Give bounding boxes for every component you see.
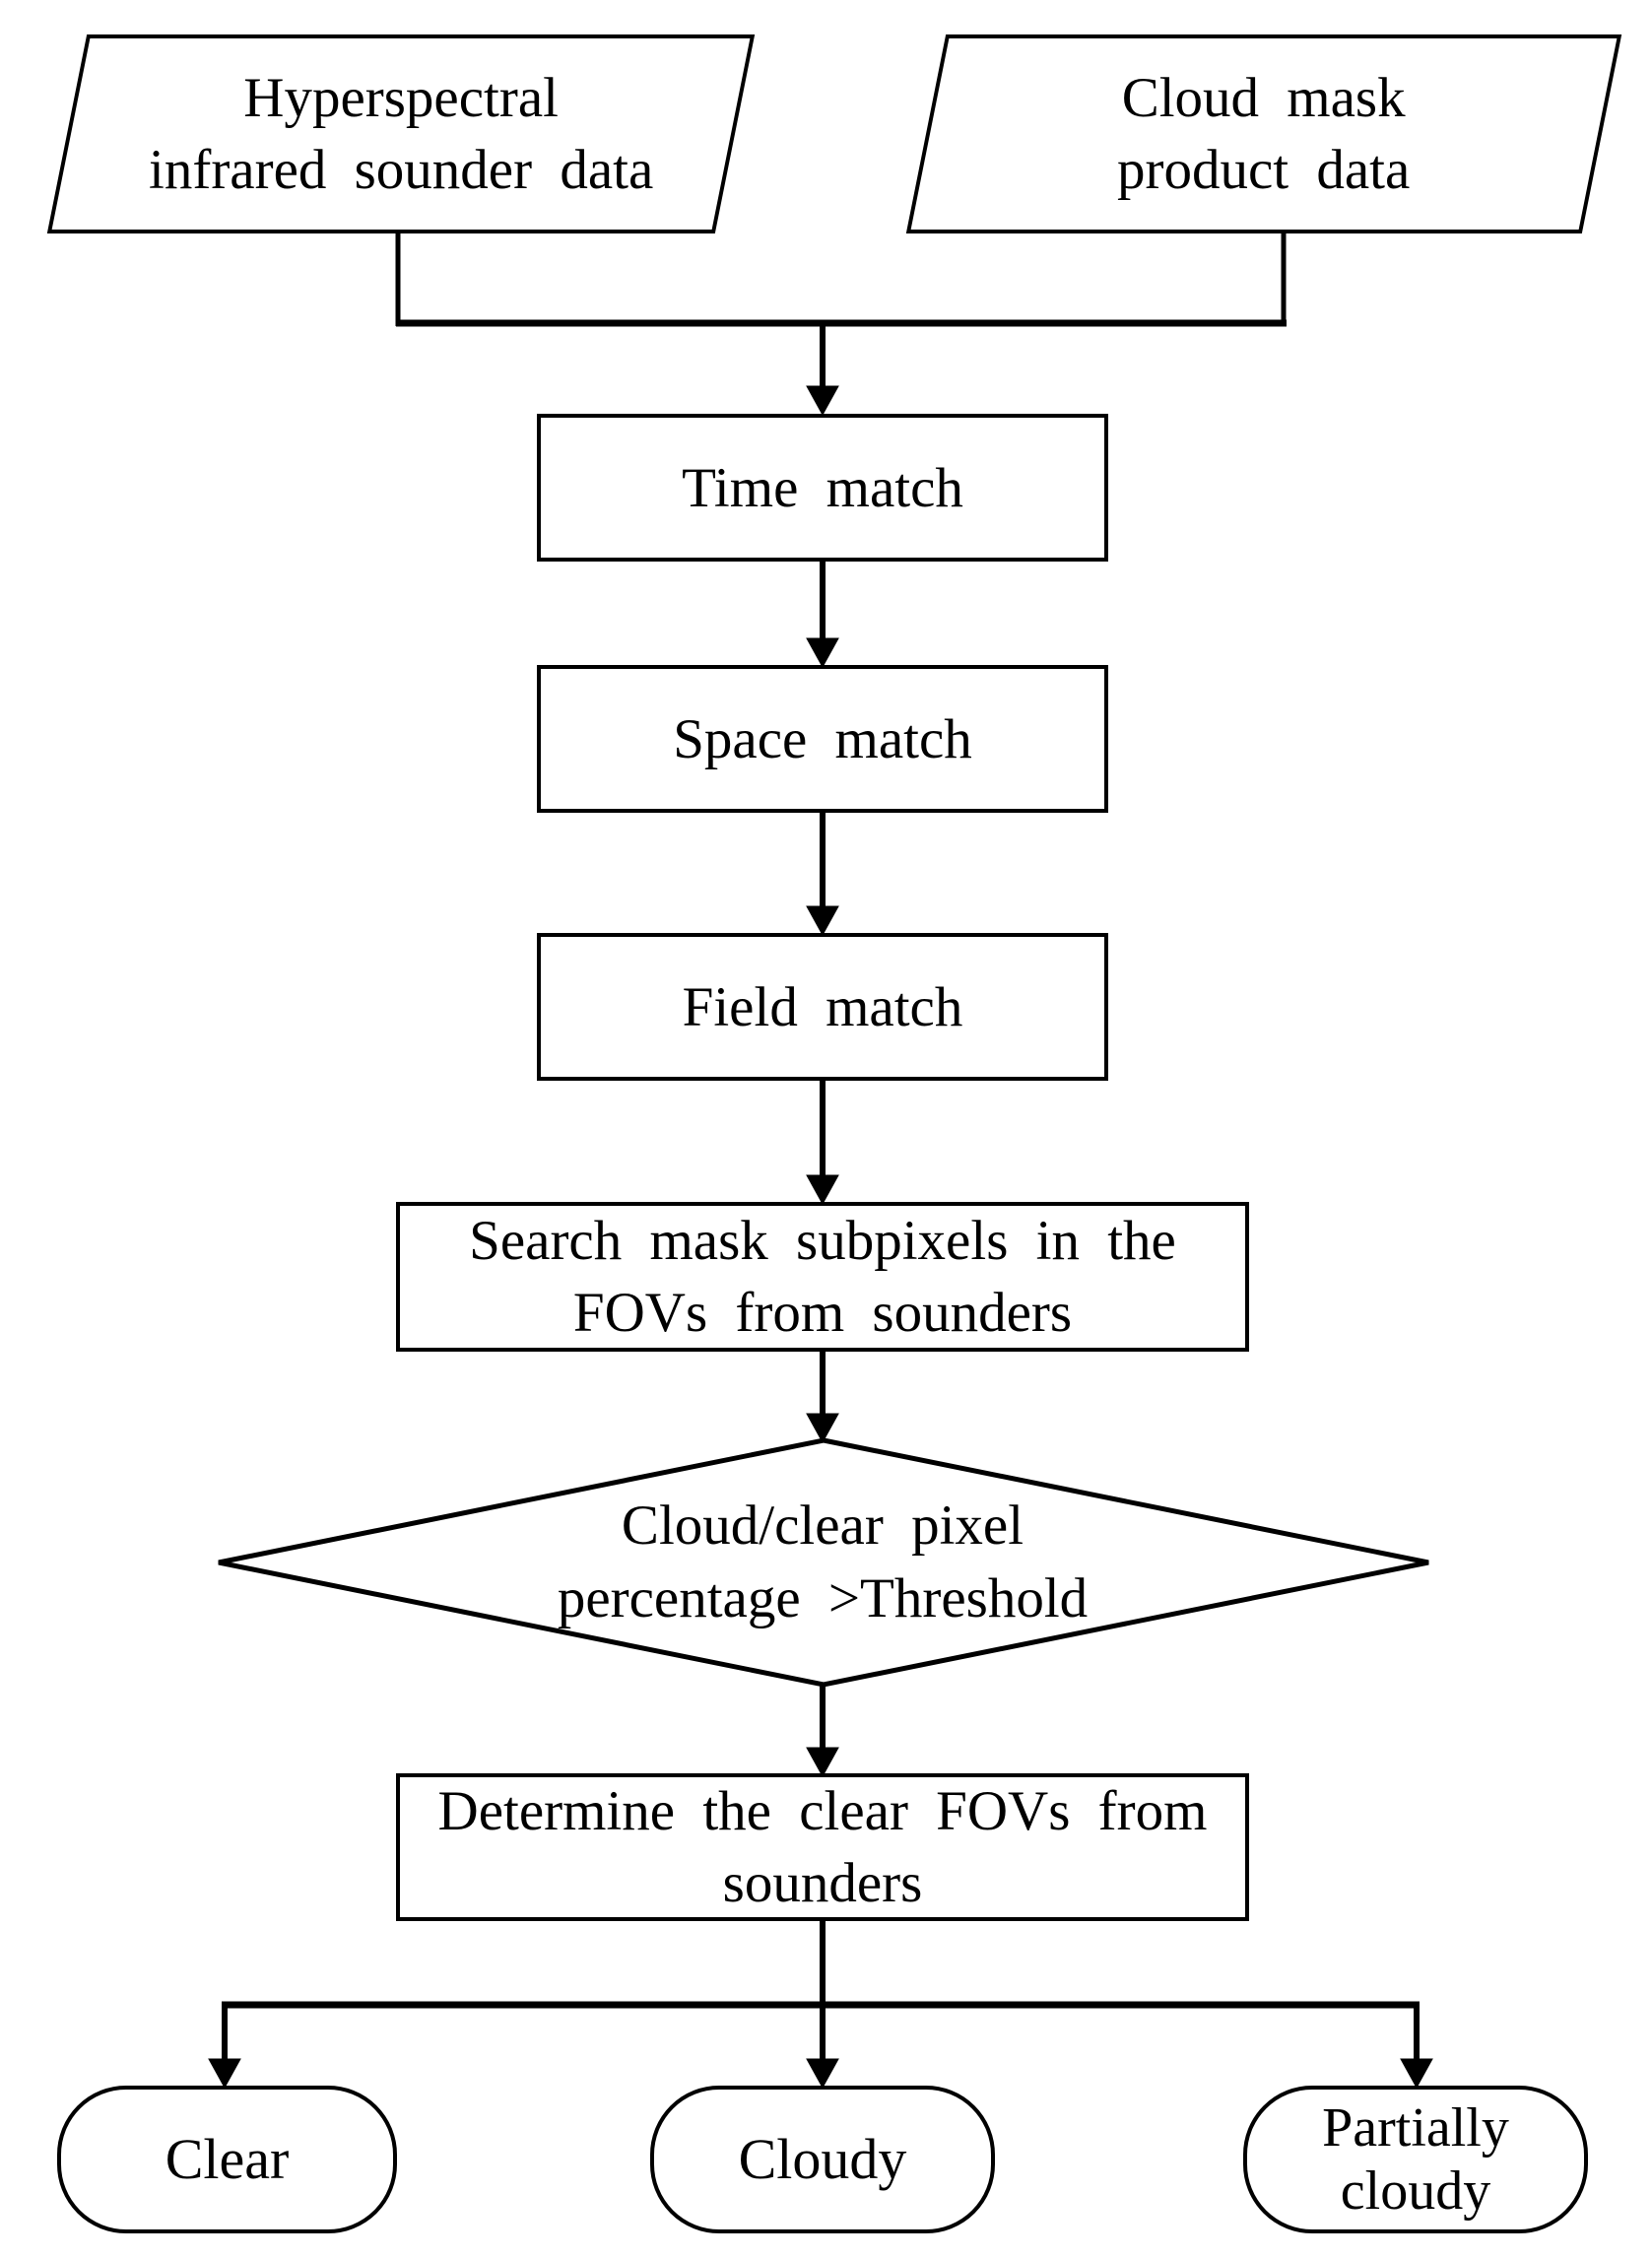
terminal-clear-label: Clear (165, 2127, 290, 2191)
process-field-match-label: Field match (682, 975, 963, 1038)
input-hyperspectral-line1: Hyperspectral (243, 67, 559, 129)
terminal-partially-line1: Partially (1322, 2097, 1509, 2159)
terminal-clear: Clear (57, 2086, 397, 2233)
input-cloud-mask-line1: Cloud mask (1122, 67, 1406, 129)
terminal-cloudy: Cloudy (650, 2086, 995, 2233)
arrowhead-time (806, 385, 839, 417)
terminal-partially-line2: cloudy (1340, 2160, 1491, 2222)
terminal-cloudy-label: Cloudy (738, 2127, 907, 2191)
process-search-line1: Search mask subpixels in the (469, 1210, 1176, 1272)
input-cloud-mask-line2: product data (1117, 139, 1411, 201)
arrowhead-space (806, 637, 839, 669)
input-cloud-mask-product-data: Cloud mask product data (905, 34, 1622, 233)
process-search-line2: FOVs from sounders (572, 1282, 1073, 1344)
input-hyperspectral-label: Hyperspectral infrared sounder data (149, 62, 653, 206)
arrowhead-cloudy (806, 2058, 839, 2090)
arrowhead-decision (806, 1413, 839, 1444)
process-determine-line1: Determine the clear FOVs from (437, 1780, 1208, 1842)
process-field-match: Field match (537, 933, 1108, 1081)
process-determine-line2: sounders (722, 1852, 923, 1914)
arrowhead-partially (1400, 2058, 1433, 2090)
process-time-match-label: Time match (682, 456, 963, 519)
decision-line2: percentage >Threshold (557, 1567, 1089, 1629)
process-space-match: Space match (537, 665, 1108, 813)
arrowhead-clear (208, 2058, 241, 2090)
input-hyperspectral-line2: infrared sounder data (148, 139, 654, 201)
decision-line1: Cloud/clear pixel (621, 1495, 1024, 1557)
input-hyperspectral-sounder-data: Hyperspectral infrared sounder data (46, 34, 756, 233)
arrowhead-field (806, 905, 839, 937)
arrowhead-search (806, 1174, 839, 1206)
process-determine-clear-fovs: Determine the clear FOVs from sounders (396, 1773, 1249, 1921)
decision-threshold: Cloud/clear pixel percentage >Threshold (396, 1464, 1249, 1661)
process-time-match: Time match (537, 414, 1108, 562)
arrowhead-determine (806, 1747, 839, 1778)
input-cloud-mask-label: Cloud mask product data (1117, 62, 1410, 206)
process-space-match-label: Space match (673, 707, 972, 770)
process-search-mask-subpixels: Search mask subpixels in the FOVs from s… (396, 1202, 1249, 1352)
terminal-partially-cloudy: Partially cloudy (1243, 2086, 1588, 2233)
